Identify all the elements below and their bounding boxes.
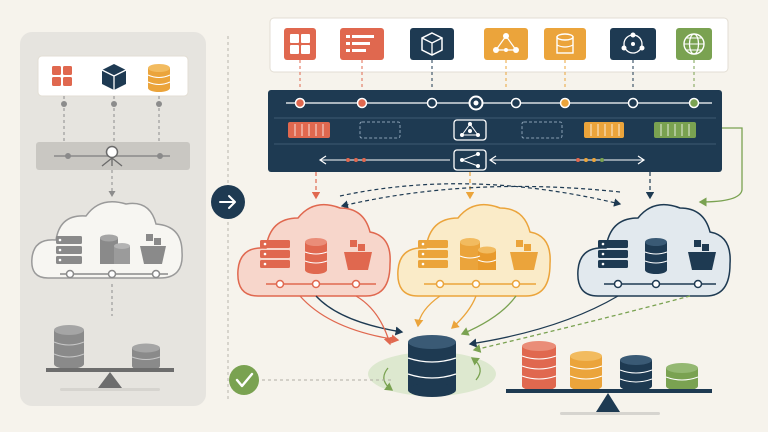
balanced-scale (506, 341, 712, 415)
database-icon (407, 335, 457, 397)
port-empty-1 (359, 121, 401, 139)
database-icon (544, 28, 586, 60)
database-stack-icon (100, 234, 130, 264)
port-empty-2 (521, 121, 563, 139)
grid-icon (52, 66, 72, 86)
port-green (654, 122, 696, 138)
grid-icon (284, 28, 316, 60)
single-cloud (31, 201, 183, 279)
cube-icon (410, 28, 454, 60)
share-split-icon (453, 149, 487, 171)
port-red (288, 122, 330, 138)
cloud-orange (397, 203, 551, 297)
globe-icon (676, 28, 712, 60)
source-row (269, 17, 729, 102)
server-icon (56, 236, 82, 264)
unbalanced-scale (46, 325, 174, 391)
port-orange (584, 122, 624, 138)
database-stack-icon (459, 238, 497, 270)
storage-basket-icon (140, 234, 166, 264)
storage-basket-icon (688, 240, 716, 270)
server-icon (418, 240, 448, 268)
stack-orange (569, 351, 603, 391)
integration-bus (268, 90, 722, 172)
light-stack (131, 343, 161, 371)
cloud-red (237, 203, 391, 297)
database-stack-icon (304, 238, 328, 274)
form-list-icon (340, 28, 384, 60)
legacy-panel (20, 32, 206, 406)
server-icon (598, 240, 628, 268)
storage-basket-icon (344, 240, 372, 270)
arrow-right-icon (211, 185, 245, 219)
router-icon (101, 145, 123, 167)
central-store (368, 335, 496, 397)
stack-green (665, 363, 699, 391)
server-icon (260, 240, 290, 268)
network-nodes-icon (484, 28, 528, 60)
database-stack-icon (644, 238, 668, 274)
stack-navy (619, 355, 653, 391)
database-icon (147, 64, 171, 92)
cube-icon (101, 64, 127, 90)
cloud-navy (577, 203, 731, 297)
stack-red (521, 341, 557, 391)
heavy-stack (53, 325, 85, 369)
hub-network-icon (610, 28, 656, 60)
storage-basket-icon (510, 240, 538, 270)
router-icon (453, 119, 487, 141)
checkmark-icon (229, 365, 259, 395)
